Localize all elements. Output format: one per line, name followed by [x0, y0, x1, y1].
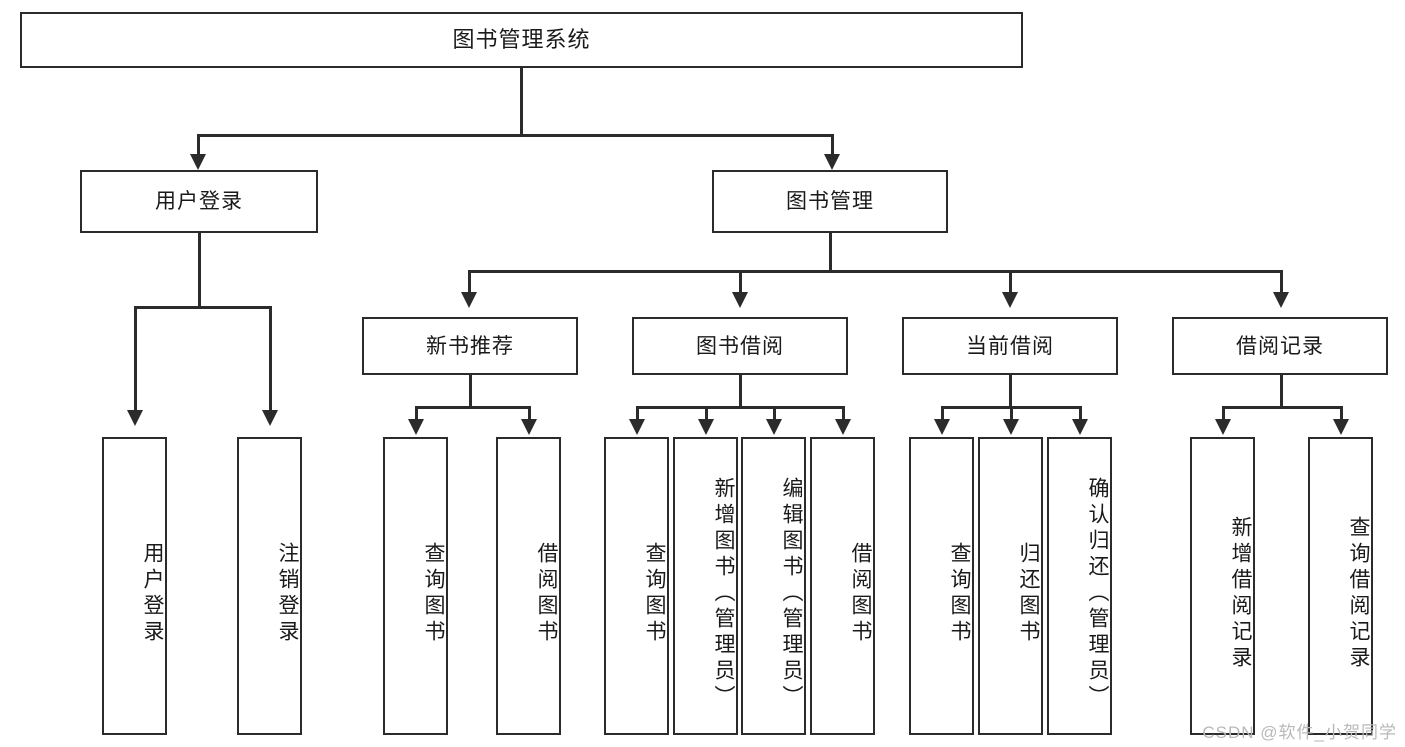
connector-bb-leaf-3 [773, 406, 776, 425]
connector-user-login-leaf-1 [134, 306, 137, 416]
connector-book-management-trunk [829, 233, 832, 270]
connector-bb-bar [636, 406, 844, 409]
leaf-new-book-query-book[interactable]: 查询图书 [383, 437, 448, 735]
connector-bb-trunk [739, 375, 742, 406]
connector-bb-leaf-2 [705, 406, 708, 425]
arrow-down-icon [1003, 419, 1019, 435]
connector-root-trunk [520, 68, 523, 134]
leaf-current-borrow-return-book[interactable]: 归还图书 [978, 437, 1043, 735]
connector-user-login-leaf-2 [269, 306, 272, 416]
arrow-down-icon [824, 154, 840, 170]
connector-book-management-bar [468, 270, 1283, 273]
connector-user-login-trunk [198, 233, 201, 306]
leaf-user-login-login[interactable]: 用户登录 [102, 437, 167, 735]
arrow-down-icon [1333, 419, 1349, 435]
connector-nbr-bar [415, 406, 530, 409]
arrow-down-icon [934, 419, 950, 435]
arrow-down-icon [461, 292, 477, 308]
connector-bm-to-book-borrow [739, 270, 742, 298]
node-book-borrow[interactable]: 图书借阅 [632, 317, 848, 375]
arrow-down-icon [127, 410, 143, 426]
leaf-current-borrow-confirm-return-admin[interactable]: 确认归还（管理员） [1047, 437, 1112, 735]
arrow-down-icon [190, 154, 206, 170]
connector-bb-leaf-4 [842, 406, 845, 425]
arrow-down-icon [629, 419, 645, 435]
node-book-management[interactable]: 图书管理 [712, 170, 948, 233]
csdn-watermark: CSDN @软件_小贺同学 [1202, 723, 1397, 742]
arrow-down-icon [766, 419, 782, 435]
connector-br-leaf-2 [1340, 406, 1343, 425]
leaf-book-borrow-query-book[interactable]: 查询图书 [604, 437, 669, 735]
connector-br-trunk [1280, 375, 1283, 406]
arrow-down-icon [1002, 292, 1018, 308]
leaf-borrow-record-add-record[interactable]: 新增借阅记录 [1190, 437, 1255, 735]
node-book-management-system[interactable]: 图书管理系统 [20, 12, 1023, 68]
connector-root-to-book-management [831, 134, 834, 160]
node-new-book-recommend[interactable]: 新书推荐 [362, 317, 578, 375]
connector-bm-to-borrow-record [1280, 270, 1283, 298]
arrow-down-icon [1215, 419, 1231, 435]
arrow-down-icon [1273, 292, 1289, 308]
connector-bm-to-new-book [468, 270, 471, 298]
connector-bb-leaf-1 [636, 406, 639, 425]
arrow-down-icon [521, 419, 537, 435]
connector-root-bar [197, 134, 834, 137]
leaf-book-borrow-borrow-book[interactable]: 借阅图书 [810, 437, 875, 735]
leaf-book-borrow-edit-book-admin[interactable]: 编辑图书（管理员） [741, 437, 806, 735]
connector-cb-leaf-3 [1079, 406, 1082, 425]
leaf-user-login-logout[interactable]: 注销登录 [237, 437, 302, 735]
arrow-down-icon [732, 292, 748, 308]
connector-bm-to-current-borrow [1009, 270, 1012, 298]
connector-cb-leaf-1 [941, 406, 944, 425]
connector-user-login-bar [134, 306, 271, 309]
connector-cb-leaf-2 [1010, 406, 1013, 425]
leaf-borrow-record-query-record[interactable]: 查询借阅记录 [1308, 437, 1373, 735]
connector-root-to-user-login [197, 134, 200, 160]
arrow-down-icon [262, 410, 278, 426]
leaf-current-borrow-query-book[interactable]: 查询图书 [909, 437, 974, 735]
node-current-borrow[interactable]: 当前借阅 [902, 317, 1118, 375]
arrow-down-icon [835, 419, 851, 435]
connector-nbr-leaf-2 [528, 406, 531, 425]
node-borrow-record[interactable]: 借阅记录 [1172, 317, 1388, 375]
connector-nbr-leaf-1 [415, 406, 418, 425]
connector-nbr-trunk [469, 375, 472, 406]
arrow-down-icon [408, 419, 424, 435]
connector-cb-trunk [1009, 375, 1012, 406]
leaf-book-borrow-add-book-admin[interactable]: 新增图书（管理员） [673, 437, 738, 735]
node-user-login[interactable]: 用户登录 [80, 170, 318, 233]
arrow-down-icon [1072, 419, 1088, 435]
connector-br-leaf-1 [1222, 406, 1225, 425]
arrow-down-icon [698, 419, 714, 435]
leaf-new-book-borrow-book[interactable]: 借阅图书 [496, 437, 561, 735]
connector-br-bar [1222, 406, 1342, 409]
